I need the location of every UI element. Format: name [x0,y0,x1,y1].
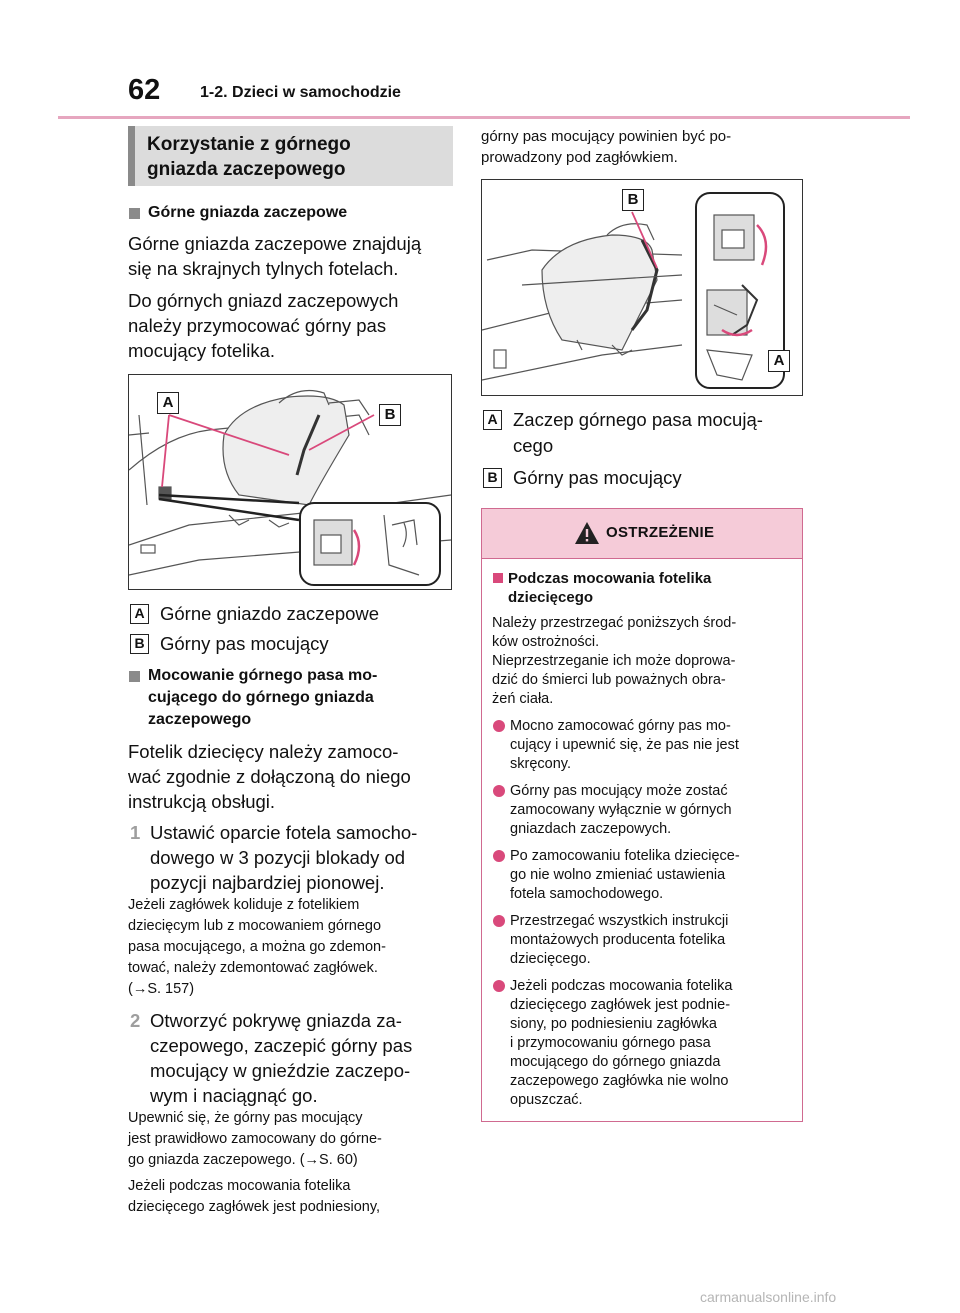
figure-top-anchor-location: A B [128,374,452,590]
note-headrest: Jeżeli zagłówek koliduje z fotelikiem dz… [128,897,386,997]
warning-header: OSTRZEŻENIE [482,509,802,559]
section-title: Korzystanie z górnego gniazda zaczepoweg… [128,126,453,186]
legend-badge-a-right: A [483,410,502,430]
figure2-label-b: B [622,189,644,211]
warning-box: OSTRZEŻENIE Podczas mocowania fotelika d… [481,508,803,1122]
right-column: górny pas mocujący powinien być po- prow… [481,126,803,491]
seat-anchor-illustration [129,390,451,586]
figure1-label-b: B [379,404,401,426]
warning-subheading: Podczas mocowania fotelika dziecięcego [492,569,792,607]
note-secure: Upewnić się, że górny pas mocujący jest … [128,1110,382,1168]
step-1: 1 Ustawić oparcie fotela samocho- dowego… [130,822,418,893]
page-number: 62 [128,74,161,106]
warning-title: OSTRZEŻENIE [606,524,715,541]
legend-item-b-right: B Górny pas mocujący [481,465,803,491]
warning-bullet: Przestrzegać wszystkich instrukcji monta… [492,912,792,969]
figure2-label-a: A [768,350,790,372]
warning-triangle-icon [575,522,599,544]
paragraph-instructions: Fotelik dziecięcy należy zamoco- wać zgo… [128,741,411,812]
subheading-top-anchors: Górne gniazda zaczepowe [128,202,453,224]
chapter-title: 1-2. Dzieci w samochodzie [200,84,401,101]
warning-bullet: Jeżeli podczas mocowania fotelika dzieci… [492,977,792,1110]
left-column: Korzystanie z górnego gniazda zaczepoweg… [128,126,453,1218]
legend-badge-a: A [130,604,149,624]
legend-item-a-right: A Zaczep górnego pasa mocują- cego [481,407,803,459]
paragraph-attach: Do górnych gniazd zaczepowych należy prz… [128,290,399,361]
note-raised-headrest: Jeżeli podczas mocowania fotelika dzieci… [128,1178,381,1215]
page-header: 62 1-2. Dzieci w samochodzie [0,70,960,120]
strap-hook-illustration [482,192,785,389]
step-2: 2 Otworzyć pokrywę gniazda za- czepowego… [130,1010,413,1106]
step-2-number: 2 [130,1010,141,1031]
legend-badge-b-right: B [483,468,502,488]
warning-body: Podczas mocowania fotelika dziecięcego N… [482,559,802,1110]
legend-item-a: A Górne gniazdo zaczepowe [128,601,453,627]
subheading-attaching-strap: Mocowanie górnego pasa mo- cującego do g… [128,665,453,731]
header-rule [58,116,910,119]
paragraph-continuation: górny pas mocujący powinien być po- prow… [481,128,732,166]
legend-badge-b: B [130,634,149,654]
warning-bullet: Mocno zamocować górny pas mo- cujący i u… [492,717,792,774]
paragraph-location: Górne gniazda zaczepowe znajdują się na … [128,233,422,279]
warning-bullet: Górny pas mocujący może zostać zamocowan… [492,782,792,839]
watermark: carmanualsonline.info [700,1289,837,1305]
legend-item-b: B Górny pas mocujący [128,631,453,657]
figure-strap-attachment: B A [481,179,803,396]
warning-intro: Należy przestrzegać poniższych środ- ków… [492,615,737,707]
figure1-label-a: A [157,392,179,414]
step-1-number: 1 [130,822,141,843]
warning-bullet: Po zamocowaniu fotelika dziecięce- go ni… [492,847,792,904]
